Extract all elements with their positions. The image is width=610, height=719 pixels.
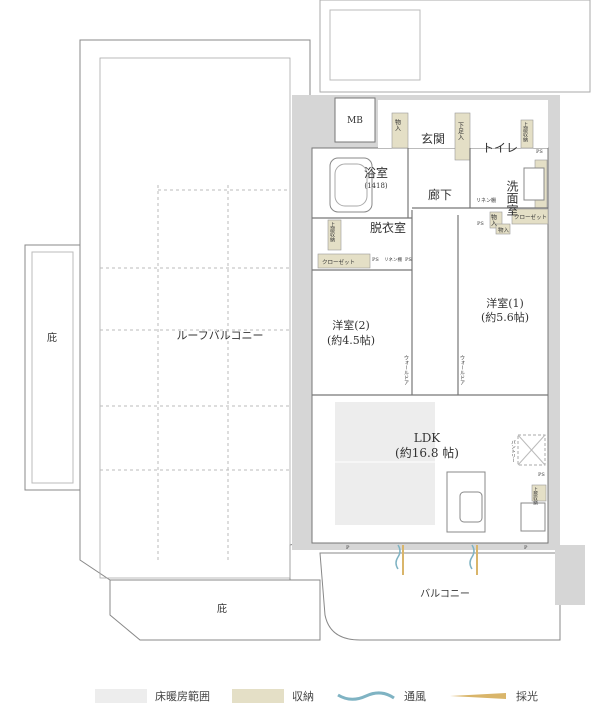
stove — [520, 502, 546, 532]
daylight-marks — [402, 545, 478, 575]
balcony-outline — [319, 552, 561, 641]
ventilation-marks — [395, 544, 475, 570]
legend: 床暖房範囲 収納 通風 採光 — [95, 688, 560, 704]
toilet-label: トイレ — [482, 141, 518, 155]
bath-size: (1418) — [364, 182, 388, 190]
legend-label: 採光 — [516, 690, 538, 703]
closet-label: クローゼット — [514, 213, 547, 221]
wall-door-label: ウォールドア — [403, 354, 409, 385]
ventilation-swatch — [337, 691, 395, 701]
p-label: P — [524, 545, 528, 551]
storage-label: 物入 — [498, 226, 510, 234]
ldk-name: LDK — [414, 431, 442, 445]
ps-label: PS — [477, 221, 484, 227]
western1-name: 洋室(1) — [486, 296, 524, 310]
legend-storage: 収納 — [232, 688, 314, 704]
eaves-bottom-label: 庇 — [217, 602, 227, 615]
ps-label: PS — [372, 257, 379, 263]
interior-walls — [312, 148, 548, 396]
entrance-label: 玄関 — [421, 131, 445, 146]
bathroom-label: 浴室 — [364, 165, 388, 180]
mb-label: MB — [347, 116, 363, 126]
upper-storage-label: 上部収納 — [329, 221, 335, 243]
storage-swatch — [232, 689, 284, 703]
roof-balcony-outline — [79, 39, 311, 581]
upper-storage-label: 上部収納 — [522, 121, 528, 143]
kitchen-island — [446, 471, 486, 533]
ps-label: PS — [538, 472, 545, 478]
daylight-swatch — [450, 693, 506, 699]
dressing-label: 脱衣室 — [370, 220, 406, 235]
balcony-label: バルコニー — [420, 588, 470, 600]
linen-shelf-label: リネン棚 — [476, 197, 496, 204]
roof-balcony-label: ルーフバルコニー — [176, 329, 263, 342]
pantry-label: パントリー — [511, 440, 516, 463]
legend-ventilation: 通風 — [336, 688, 426, 704]
storage-areas — [317, 112, 549, 502]
wash-basin — [523, 167, 545, 201]
ps-label: PS — [536, 149, 543, 155]
shoe-storage-label: 下足入 — [457, 122, 464, 140]
legend-label: 通風 — [404, 690, 426, 703]
western2-name: 洋室(2) — [332, 318, 370, 332]
western1-size: (約5.6帖) — [481, 310, 529, 324]
storage-label: 物入 — [394, 118, 401, 131]
legend-daylight: 採光 — [448, 688, 538, 704]
storage-label: 物入 — [490, 213, 497, 226]
roof-balcony-inner — [99, 57, 291, 579]
bathtub — [329, 157, 373, 213]
linen-shelf-label: リネン棚 — [384, 256, 402, 263]
legend-floor-heating: 床暖房範囲 — [95, 688, 210, 704]
western2-size: (約4.5帖) — [327, 333, 375, 347]
floor-heating-swatch — [95, 689, 147, 703]
ps-label: PS — [405, 257, 412, 263]
eaves-bottom — [109, 579, 321, 641]
legend-label: 床暖房範囲 — [155, 690, 210, 703]
washroom-label: 洗面室 — [505, 180, 519, 216]
eaves-left-label: 庇 — [47, 331, 57, 344]
p-label: P — [346, 545, 350, 551]
ldk-size: (約16.8 帖) — [395, 445, 459, 460]
floor-heating-area — [335, 402, 435, 525]
closet-label: クローゼット — [322, 258, 355, 266]
pantry-box — [517, 434, 546, 466]
legend-label: 収納 — [292, 690, 314, 703]
eaves-left — [24, 244, 81, 491]
mb-box — [334, 97, 376, 143]
wall-door-label: ウォールドア — [459, 354, 465, 385]
upper-storage-label: 上部収納 — [533, 486, 538, 507]
corridor-label: 廊下 — [428, 187, 452, 202]
roof-balcony-grid — [100, 185, 290, 560]
